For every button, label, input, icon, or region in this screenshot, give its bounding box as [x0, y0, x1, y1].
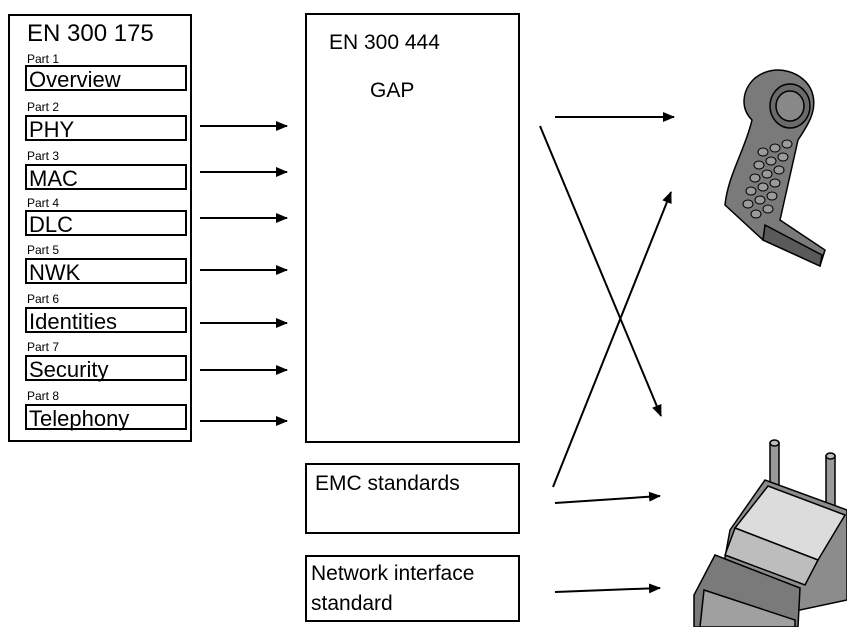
part-arrows [200, 121, 288, 426]
network-interface-line1: Network interface [311, 562, 475, 585]
part-1-name: Overview [29, 67, 121, 92]
part-3-number: Part 3 [27, 149, 60, 163]
base-station-icon [693, 439, 847, 627]
network-interface-box: Network interface standard [305, 555, 520, 622]
en-300-175-title: EN 300 175 [27, 20, 154, 47]
device-arrows [539, 112, 675, 594]
part-3-box: MAC [25, 164, 187, 191]
cordless-handset-icon [724, 69, 826, 268]
part-8-number: Part 8 [27, 389, 60, 403]
part-8-name: Telephony [29, 406, 130, 431]
part-6-number: Part 6 [27, 292, 60, 306]
part-7-name: Security [29, 357, 109, 382]
part-4-box: DLC [25, 210, 187, 237]
en-300-175-box: EN 300 175 [8, 14, 192, 442]
part-5-box: NWK [25, 258, 187, 285]
arrow-emc-to-handset [552, 191, 672, 488]
part-6-name: Identities [29, 309, 118, 334]
network-interface-line2: standard [311, 592, 393, 615]
part-1-box: Overview [25, 65, 187, 92]
part-6-box: Identities [25, 307, 187, 334]
part-5-number: Part 5 [27, 243, 60, 257]
part-2-number: Part 2 [27, 100, 60, 114]
part-2-name: PHY [29, 117, 75, 142]
part-4-number: Part 4 [27, 196, 60, 210]
part-4-name: DLC [29, 212, 74, 237]
emc-standards-label: EMC standards [315, 472, 460, 495]
part-1-number: Part 1 [27, 52, 60, 66]
part-7-number: Part 7 [27, 340, 60, 354]
arrow-emc-to-base [554, 491, 661, 504]
part-8-box: Telephony [25, 404, 187, 431]
part-2-box: PHY [25, 115, 187, 142]
arrow-network-to-base [554, 583, 661, 594]
keypad [742, 139, 793, 219]
en-300-444-title: EN 300 444 [329, 31, 440, 54]
part-3-name: MAC [29, 166, 78, 191]
part-5-name: NWK [29, 260, 81, 285]
en-300-444-box: EN 300 444 GAP [305, 13, 520, 443]
gap-label: GAP [370, 79, 415, 102]
arrow-gap-to-base [539, 125, 662, 417]
emc-standards-box: EMC standards [305, 463, 520, 534]
part-7-box: Security [25, 355, 187, 382]
